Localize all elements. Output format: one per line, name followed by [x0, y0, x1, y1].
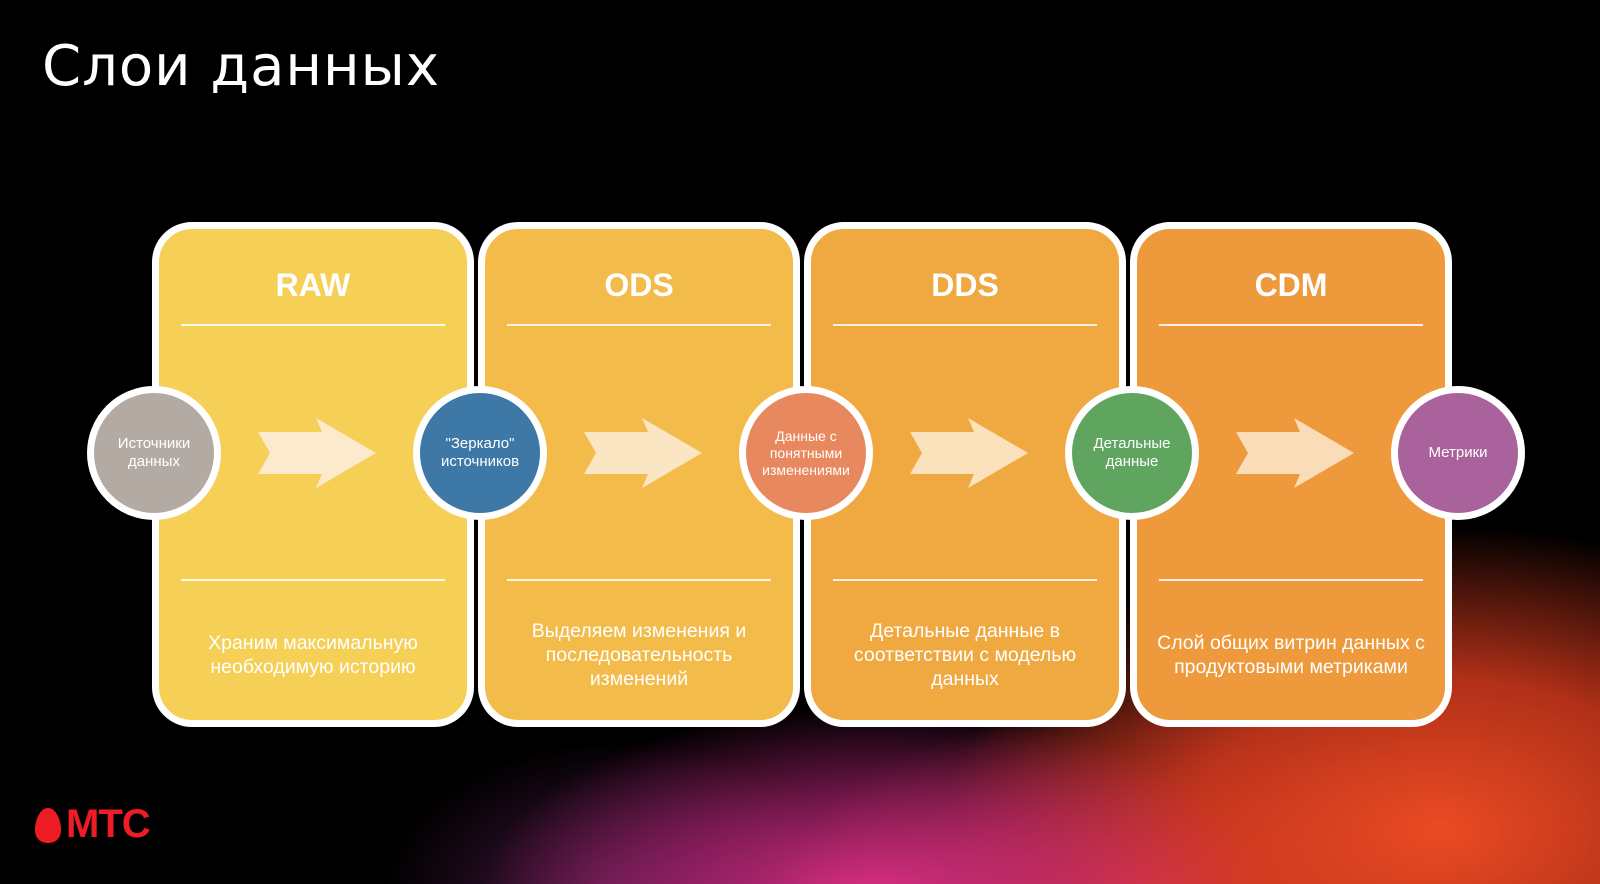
node-changes: Данные с понятными изменениями: [739, 386, 873, 520]
layer-title: DDS: [931, 267, 999, 303]
divider: [1159, 579, 1423, 581]
mts-egg-logo: [35, 807, 61, 843]
layer-description: Детальные данные в соответствии с модель…: [853, 619, 1077, 690]
divider: [833, 324, 1097, 326]
layer-title: CDM: [1254, 267, 1328, 303]
layer-title: RAW: [275, 267, 351, 303]
flow-arrow-icon: [258, 418, 376, 488]
divider: [507, 579, 771, 581]
logo-text: МТС: [66, 802, 151, 846]
layer-description: Слой общих витрин данных с продуктовыми …: [1157, 631, 1425, 678]
slide-title: Слои данных: [42, 34, 440, 99]
node-metrics: Метрики: [1391, 386, 1525, 520]
node-detailed: Детальные данные: [1065, 386, 1199, 520]
divider: [507, 324, 771, 326]
divider: [181, 579, 445, 581]
mts-logo: МТС: [34, 802, 151, 847]
node-sources: Источники данных: [87, 386, 221, 520]
flow-arrow-icon: [910, 418, 1028, 488]
flow-arrow-icon: [1236, 418, 1354, 488]
layer-panel-dds: DDS Детальные данные в соответствии с мо…: [804, 222, 1126, 727]
layer-description: Выделяем изменения и последовательность …: [531, 619, 747, 690]
node-mirror: "Зеркало" источников: [413, 386, 547, 520]
divider: [1159, 324, 1423, 326]
divider: [181, 324, 445, 326]
flow-arrow-icon: [584, 418, 702, 488]
layer-title: ODS: [604, 267, 674, 303]
layer-description: Храним максимальную необходимую историю: [208, 631, 418, 678]
divider: [833, 579, 1097, 581]
